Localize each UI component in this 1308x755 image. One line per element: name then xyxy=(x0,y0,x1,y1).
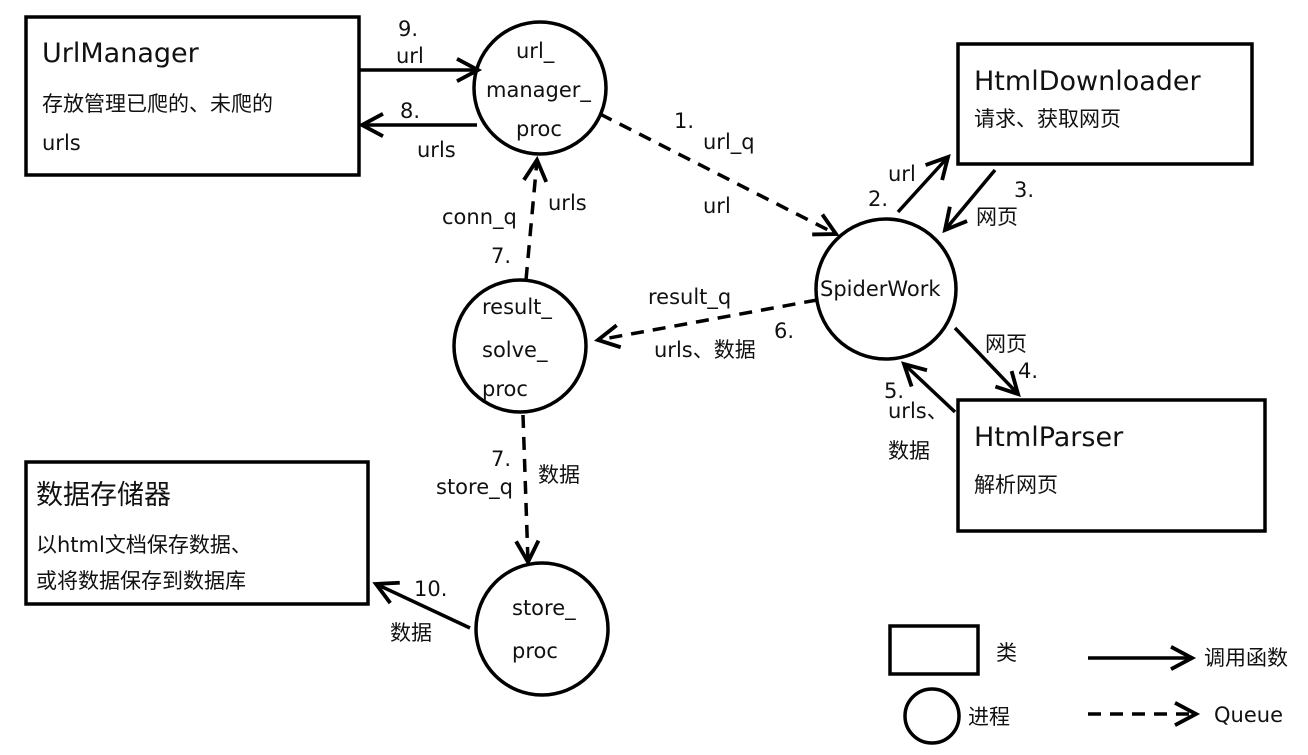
spider-work-proc: SpiderWork xyxy=(814,217,958,361)
spider-work-label: SpiderWork xyxy=(820,277,941,301)
edge-10-data: 10. 数据 xyxy=(372,577,471,645)
url-manager-title: UrlManager xyxy=(42,38,200,69)
html-downloader-class: HtmlDownloader 请求、获取网页 xyxy=(956,42,1254,166)
edge-6-result-q: result_q 6. urls、数据 xyxy=(593,285,818,362)
edge-7-store-step: 7. xyxy=(491,447,511,471)
edge-5-label-line2: 数据 xyxy=(888,439,930,463)
result-solve-proc-line3: proc xyxy=(482,377,528,401)
url-manager-desc-line1: 存放管理已爬的、未爬的 xyxy=(42,92,273,116)
edge-7-conn-step: 7. xyxy=(491,244,511,268)
store-proc-line2: proc xyxy=(512,639,558,663)
store-proc: store_ proc xyxy=(474,561,610,697)
url-manager-class: UrlManager 存放管理已爬的、未爬的 urls xyxy=(24,15,361,177)
edge-7-store-queue: store_q xyxy=(436,475,513,500)
data-store-desc-line2: 或将数据保存到数据库 xyxy=(36,569,246,593)
edge-1-url-q: 1. url_q url xyxy=(599,109,840,237)
data-store-class: 数据存储器 以html文档保存数据、 或将数据保存到数据库 xyxy=(24,460,370,606)
edge-9-url: 9. url xyxy=(360,17,483,83)
html-downloader-title: HtmlDownloader xyxy=(974,66,1202,97)
edge-5-urls-data: 5. urls、 数据 xyxy=(884,361,957,463)
edge-7-conn-q: conn_q urls 7. xyxy=(442,155,587,281)
edge-1-label: url xyxy=(703,194,731,218)
edge-7-store-line xyxy=(514,414,541,567)
edge-9-step: 9. xyxy=(398,17,418,41)
edge-5-label-line1: urls、 xyxy=(888,399,948,423)
edge-7-conn-queue: conn_q xyxy=(442,205,517,230)
data-store-desc-line1: 以html文档保存数据、 xyxy=(36,533,252,557)
edge-3-line xyxy=(942,168,997,234)
legend-class-swatch xyxy=(888,624,980,676)
legend: 类 进程 调用函数 Queue xyxy=(888,624,1288,745)
edge-8-urls: 8. urls xyxy=(357,99,477,162)
legend-class-label: 类 xyxy=(996,641,1017,665)
edge-2-label: url xyxy=(888,162,916,186)
data-store-title: 数据存储器 xyxy=(36,480,171,511)
edge-6-queue: result_q xyxy=(648,285,731,310)
legend-call-label: 调用函数 xyxy=(1204,646,1288,670)
edge-6-line xyxy=(593,298,818,350)
edge-4-label: 网页 xyxy=(985,332,1027,356)
url-manager-proc-line3: proc xyxy=(516,117,562,141)
html-downloader-desc: 请求、获取网页 xyxy=(974,107,1121,131)
edge-6-label: urls、数据 xyxy=(654,338,756,362)
store-proc-line1: store_ xyxy=(512,596,576,621)
edge-3-step: 3. xyxy=(1014,178,1034,202)
edge-7-store-label: 数据 xyxy=(538,463,580,487)
legend-process-label: 进程 xyxy=(968,705,1010,729)
result-solve-proc: result_ solve_ proc xyxy=(452,278,588,414)
edge-2-step: 2. xyxy=(868,187,888,211)
edge-5-step: 5. xyxy=(884,379,904,403)
edge-3-label: 网页 xyxy=(976,205,1018,229)
edge-1-line xyxy=(599,112,840,237)
edge-8-step: 8. xyxy=(400,99,420,123)
url-manager-proc-line1: url_ xyxy=(516,39,555,64)
edge-7-conn-label: urls xyxy=(548,191,587,215)
edge-10-step: 10. xyxy=(414,577,447,601)
edge-7-store-q: 7. store_q 数据 xyxy=(436,414,580,567)
edge-10-label: 数据 xyxy=(390,621,432,645)
html-parser-title: HtmlParser xyxy=(974,422,1124,453)
url-manager-proc-line2: manager_ xyxy=(486,78,591,103)
edge-1-step: 1. xyxy=(674,109,694,133)
url-manager-desc-line2: urls xyxy=(42,131,81,155)
html-parser-desc: 解析网页 xyxy=(974,473,1058,497)
edge-6-step: 6. xyxy=(774,319,794,343)
edge-4-step: 4. xyxy=(1018,359,1038,383)
edge-2-url: url 2. xyxy=(868,153,951,214)
legend-process-swatch xyxy=(903,687,961,745)
edge-2-line xyxy=(896,153,951,214)
edge-4-page: 网页 4. xyxy=(953,326,1038,397)
edge-5-line xyxy=(901,361,957,414)
edge-7-conn-line xyxy=(522,155,549,281)
result-solve-proc-line1: result_ xyxy=(482,295,552,320)
edge-4-line xyxy=(953,326,1021,397)
html-parser-class: HtmlParser 解析网页 xyxy=(956,398,1267,533)
edge-1-queue: url_q xyxy=(703,130,755,155)
result-solve-proc-line2: solve_ xyxy=(482,338,548,363)
edge-3-page: 3. 网页 xyxy=(942,168,1034,234)
legend-queue-label: Queue xyxy=(1214,703,1283,727)
edge-10-line xyxy=(372,580,471,630)
edge-8-label: urls xyxy=(417,138,456,162)
url-manager-proc: url_ manager_ proc xyxy=(472,20,608,156)
edge-9-label: url xyxy=(396,44,424,68)
